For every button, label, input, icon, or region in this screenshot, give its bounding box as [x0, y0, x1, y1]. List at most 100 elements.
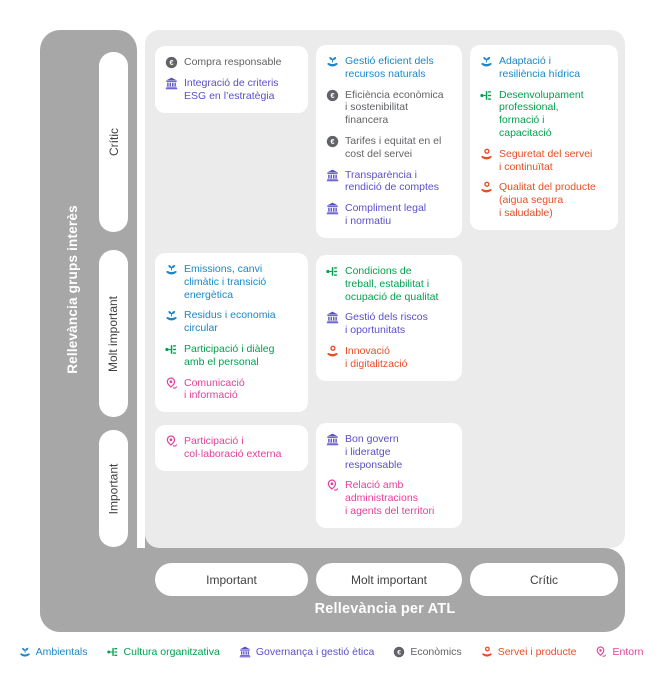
matrix-item-label: Qualitat del producte (aigua segura i sa…: [499, 181, 596, 219]
matrix-item: Compliment legal i normatiu: [326, 202, 452, 228]
euro-coin-icon: €: [393, 646, 405, 658]
org-network-icon: [165, 343, 178, 356]
matrix-item: Participació i diàleg amb el personal: [165, 343, 298, 369]
legend-item-ambientals: Ambientals: [19, 646, 88, 658]
matrix-item: Seguretat del servei i continuïtat: [480, 148, 608, 174]
svg-text:€: €: [170, 58, 174, 67]
y-axis-title-label: Rellevància grups interès: [64, 204, 80, 374]
svg-text:€: €: [331, 91, 335, 100]
matrix-item: €Compra responsable: [165, 56, 298, 69]
sprout-hand-icon: [165, 263, 178, 276]
euro-coin-icon: €: [165, 56, 178, 69]
sprout-hand-icon: [480, 55, 493, 68]
matrix-item: Emissions, canvi climàtic i transició en…: [165, 263, 298, 301]
matrix-cell-critic-molt-important: Gestió eficient dels recursos naturals € E…: [316, 45, 462, 238]
matrix-item: Gestió dels riscos i oportunitats: [326, 311, 452, 337]
x-axis-label-important: Important: [155, 563, 308, 596]
matrix-item: Qualitat del producte (aigua segura i sa…: [480, 181, 608, 219]
location-pin-icon: [326, 479, 339, 492]
matrix-item: Comunicació i informació: [165, 377, 298, 403]
legend-item-label: Servei i producte: [497, 646, 577, 658]
matrix-item-label: Compliment legal i normatiu: [345, 202, 427, 227]
bank-icon: [326, 311, 339, 324]
matrix-item-label: Emissions, canvi climàtic i transició en…: [184, 263, 267, 301]
matrix-item: Integració de criteris ESG en l’estratèg…: [165, 77, 298, 103]
matrix-item-label: Comunicació i informació: [184, 376, 245, 402]
matrix-item: Desenvolupament professional, formació i…: [480, 89, 608, 140]
org-network-icon: [480, 89, 493, 102]
matrix-cell-molt-important-important: Emissions, canvi climàtic i transició en…: [155, 253, 308, 413]
legend-item-governanca: Governança i gestió ètica: [239, 646, 374, 658]
euro-coin-icon: €: [326, 135, 339, 148]
legend-item-label: Econòmics: [410, 646, 462, 658]
matrix-item: Innovació i digitalització: [326, 345, 452, 371]
matrix-item-label: Transparència i rendició de comptes: [345, 168, 439, 194]
matrix-item-label: Gestió dels riscos i oportunitats: [345, 311, 428, 337]
hand-offer-icon: [480, 148, 493, 161]
legend-item-label: Ambientals: [35, 646, 88, 658]
matrix-cell-important-important: Participació i col·laboració externa: [155, 425, 308, 471]
matrix-item: Bon govern i lideratge responsable: [326, 433, 452, 471]
hand-offer-icon: [480, 181, 493, 194]
svg-text:€: €: [398, 649, 402, 656]
matrix-item-label: Integració de criteris ESG en l’estratèg…: [184, 77, 279, 102]
y-axis-label-molt-important: Molt important: [99, 250, 128, 417]
euro-coin-icon: €: [326, 89, 339, 102]
bank-icon: [326, 433, 339, 446]
matrix-item-label: Participació i col·laboració externa: [184, 435, 282, 460]
sprout-hand-icon: [19, 646, 31, 658]
matrix-item: Participació i col·laboració externa: [165, 435, 298, 461]
matrix-item-label: Condicions de treball, estabilitat i ocu…: [345, 265, 439, 303]
matrix-item-label: Bon govern i lideratge responsable: [345, 433, 403, 471]
matrix-item-label: Relació amb administracions i agents del…: [345, 479, 435, 517]
matrix-item: Adaptació i resiliència hídrica: [480, 55, 608, 81]
org-network-icon: [326, 265, 339, 278]
bank-icon: [326, 169, 339, 182]
legend-item-label: Entorn: [612, 646, 644, 658]
matrix-item-label: Tarifes i equitat en el cost del servei: [345, 134, 442, 160]
bank-icon: [239, 646, 251, 658]
matrix-item-label: Adaptació i resiliència hídrica: [499, 55, 581, 80]
legend-item-servei: Servei i producte: [481, 646, 577, 658]
matrix-item-label: Participació i diàleg amb el personal: [184, 342, 275, 368]
x-axis-title: Rellevància per ATL: [314, 601, 456, 617]
matrix-item: € Tarifes i equitat en el cost del servei: [326, 135, 452, 161]
matrix-item-label: Eficiència econòmica i sostenibilitat fi…: [345, 88, 444, 127]
hand-offer-icon: [481, 646, 493, 658]
matrix-item-label: Innovació i digitalització: [345, 344, 408, 370]
bank-icon: [326, 202, 339, 215]
y-axis-label-critic: Crític: [99, 52, 128, 232]
matrix-item: Gestió eficient dels recursos naturals: [326, 55, 452, 81]
matrix-item: € Eficiència econòmica i sostenibilitat f…: [326, 89, 452, 127]
matrix-item: Condicions de treball, estabilitat i ocu…: [326, 265, 452, 303]
svg-text:€: €: [331, 137, 335, 146]
hand-offer-icon: [326, 345, 339, 358]
x-axis-label-critic: Crític: [470, 563, 618, 596]
y-axis-title: Rellevància grups interès: [40, 30, 104, 548]
org-network-icon: [106, 646, 119, 658]
matrix-item: Residus i economia circular: [165, 309, 298, 335]
sprout-hand-icon: [165, 309, 178, 322]
y-axis-label-important: Important: [99, 430, 128, 547]
matrix-item: Relació amb administracions i agents del…: [326, 479, 452, 517]
x-axis-label-molt-important: Molt important: [316, 563, 462, 596]
matrix-item-label: Desenvolupament professional, formació i…: [499, 88, 584, 139]
matrix-item-label: Residus i economia circular: [184, 309, 276, 335]
bank-icon: [165, 77, 178, 90]
matrix-item: Transparència i rendició de comptes: [326, 169, 452, 195]
matrix-cell-molt-important-molt-important: Condicions de treball, estabilitat i ocu…: [316, 255, 462, 381]
legend-item-economics: € Econòmics: [393, 646, 462, 658]
sprout-hand-icon: [326, 55, 339, 68]
matrix-item-label: Seguretat del servei i continuïtat: [499, 147, 593, 173]
location-pin-icon: [595, 646, 607, 658]
location-pin-icon: [165, 435, 178, 448]
legend-item-label: Governança i gestió ètica: [255, 646, 375, 658]
legend-item-entorn: Entorn: [595, 646, 643, 658]
matrix-item-label: Gestió eficient dels recursos naturals: [345, 55, 434, 80]
location-pin-icon: [165, 377, 178, 390]
